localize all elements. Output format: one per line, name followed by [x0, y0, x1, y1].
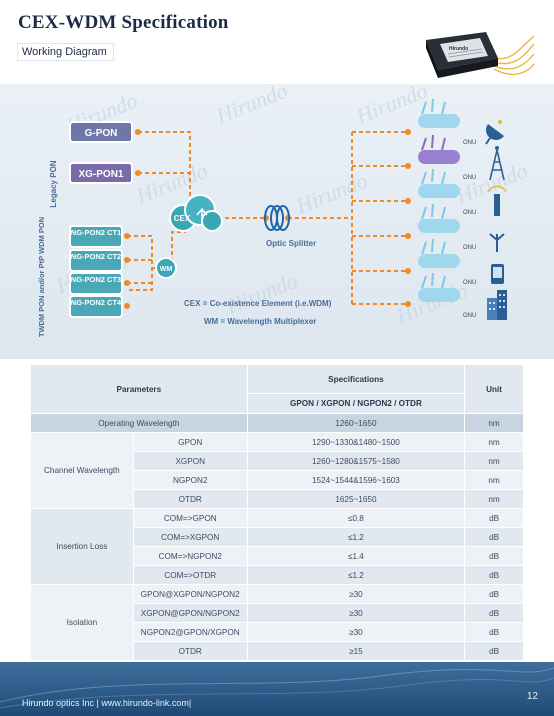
svg-text:Hirundo: Hirundo [222, 268, 301, 319]
ng-pon2-ct4: NG-PON2 CT4 [69, 295, 123, 318]
page-number: 12 [526, 691, 538, 702]
connection-lines [127, 131, 408, 305]
svg-text:Hirundo: Hirundo [212, 84, 291, 129]
operating-wavelength-label: Operating Wavelength [30, 413, 248, 433]
phone-icon [491, 264, 504, 284]
product-image: Hirundo [416, 28, 535, 78]
cell-tower-icon [487, 185, 507, 216]
ng-pon2-ct3: NG-PON2 CT3 [69, 272, 123, 295]
svg-text:G-PON: G-PON [85, 128, 118, 139]
header-parameters: Parameters [30, 364, 248, 414]
onu-router-1: ONU [418, 98, 476, 146]
wm-badge: WM [155, 257, 177, 279]
operating-wavelength-value: 1260~1650 [246, 413, 466, 433]
satellite-dish-icon [485, 120, 504, 145]
table-row: XGPON@GPON/NGPON2 ≥30 dB [31, 603, 524, 623]
source-xgpon1: XG-PON1 [69, 162, 133, 184]
radio-tower-icon [489, 146, 505, 181]
table-row: NGPON2@GPON/XGPON ≥30 dB [31, 622, 524, 642]
group-channel-wavelength: Channel Wavelength [30, 432, 134, 509]
onu-router-3: ONU [418, 168, 476, 216]
optic-splitter-icon [264, 205, 290, 231]
table-row: NGPON2 1524~1544&1596~1603 nm [31, 470, 524, 490]
svg-text:Hirundo: Hirundo [292, 168, 371, 219]
building-icon [487, 290, 507, 320]
onu-router-6: ONU [418, 272, 476, 319]
header-specifications: Specifications [246, 364, 466, 394]
footer-bar [0, 662, 554, 716]
svg-text:ONU: ONU [463, 280, 476, 286]
ng-pon2-ct1: NG-PON2 CT1 [69, 225, 123, 248]
operating-wavelength-unit: nm [464, 413, 524, 433]
product-label: Hirundo [449, 46, 468, 52]
legend-cex: CEX = Co-existence Element (i.e.WDM) [184, 299, 332, 308]
svg-text:ONU: ONU [463, 175, 476, 181]
svg-text:NG-PON2 CT4: NG-PON2 CT4 [71, 298, 122, 307]
table-row: Channel Wavelength GPON 1290~1330&1480~1… [30, 432, 524, 509]
section-label: Working Diagram [18, 44, 113, 60]
twdm-pon-label: TWDM PON and/or PtP WDM PON [37, 217, 46, 337]
table-row: Insertion Loss COM=>GPON ≤0.8 dB [30, 508, 524, 585]
cex-badge: CEX [169, 194, 223, 232]
svg-text:Hirundo: Hirundo [452, 158, 531, 209]
table-row: Isolation GPON@XGPON/NGPON2 ≥30 dB [30, 584, 524, 661]
optic-splitter-label: Optic Splitter [266, 239, 316, 248]
svg-text:XG-PON1: XG-PON1 [78, 169, 123, 180]
working-diagram: Hirundo Hirundo Hirundo Hirundo Hirundo … [0, 84, 554, 359]
legacy-pon-label: Legacy PON [49, 160, 58, 207]
svg-text:ONU: ONU [463, 140, 476, 146]
svg-text:ONU: ONU [463, 245, 476, 251]
svg-text:ONU: ONU [463, 313, 476, 319]
svg-text:WM: WM [160, 266, 173, 273]
antenna-icon [489, 233, 505, 252]
header-unit: Unit [464, 364, 524, 414]
svg-text:CEX: CEX [174, 214, 191, 223]
onu-router-5: ONU [418, 238, 476, 286]
onu-router-4: ONU [418, 203, 476, 251]
table-row: COM=>OTDR ≤1.2 dB [31, 565, 524, 585]
onu-router-2: ONU [418, 134, 476, 181]
table-row: OTDR ≥15 dB [31, 641, 524, 661]
ng-pon2-ct2: NG-PON2 CT2 [69, 249, 123, 272]
group-isolation: Isolation [30, 584, 134, 661]
header-sub: GPON / XGPON / NGPON2 / OTDR [246, 393, 466, 414]
table-row: COM=>XGPON ≤1.2 dB [31, 527, 524, 547]
svg-text:NG-PON2 CT2: NG-PON2 CT2 [71, 252, 121, 261]
svg-text:NG-PON2 CT3: NG-PON2 CT3 [71, 275, 121, 284]
specification-table: Parameters Specifications Unit GPON / XG… [30, 364, 524, 661]
product-illustration: Hirundo [426, 32, 535, 78]
legend-wm: WM = Wavelength Multiplexer [204, 317, 316, 326]
source-gpon: G-PON [69, 121, 133, 143]
footer-company: Hirundo optics Inc | www.hirundo-link.co… [22, 698, 192, 708]
group-insertion-loss: Insertion Loss [30, 508, 134, 585]
page-title: CEX-WDM Specification [18, 12, 229, 33]
table-row: OTDR 1625~1650 nm [31, 489, 524, 509]
table-row: COM=>NGPON2 ≤1.4 dB [31, 546, 524, 566]
svg-text:NG-PON2 CT1: NG-PON2 CT1 [71, 228, 121, 237]
svg-text:ONU: ONU [463, 210, 476, 216]
